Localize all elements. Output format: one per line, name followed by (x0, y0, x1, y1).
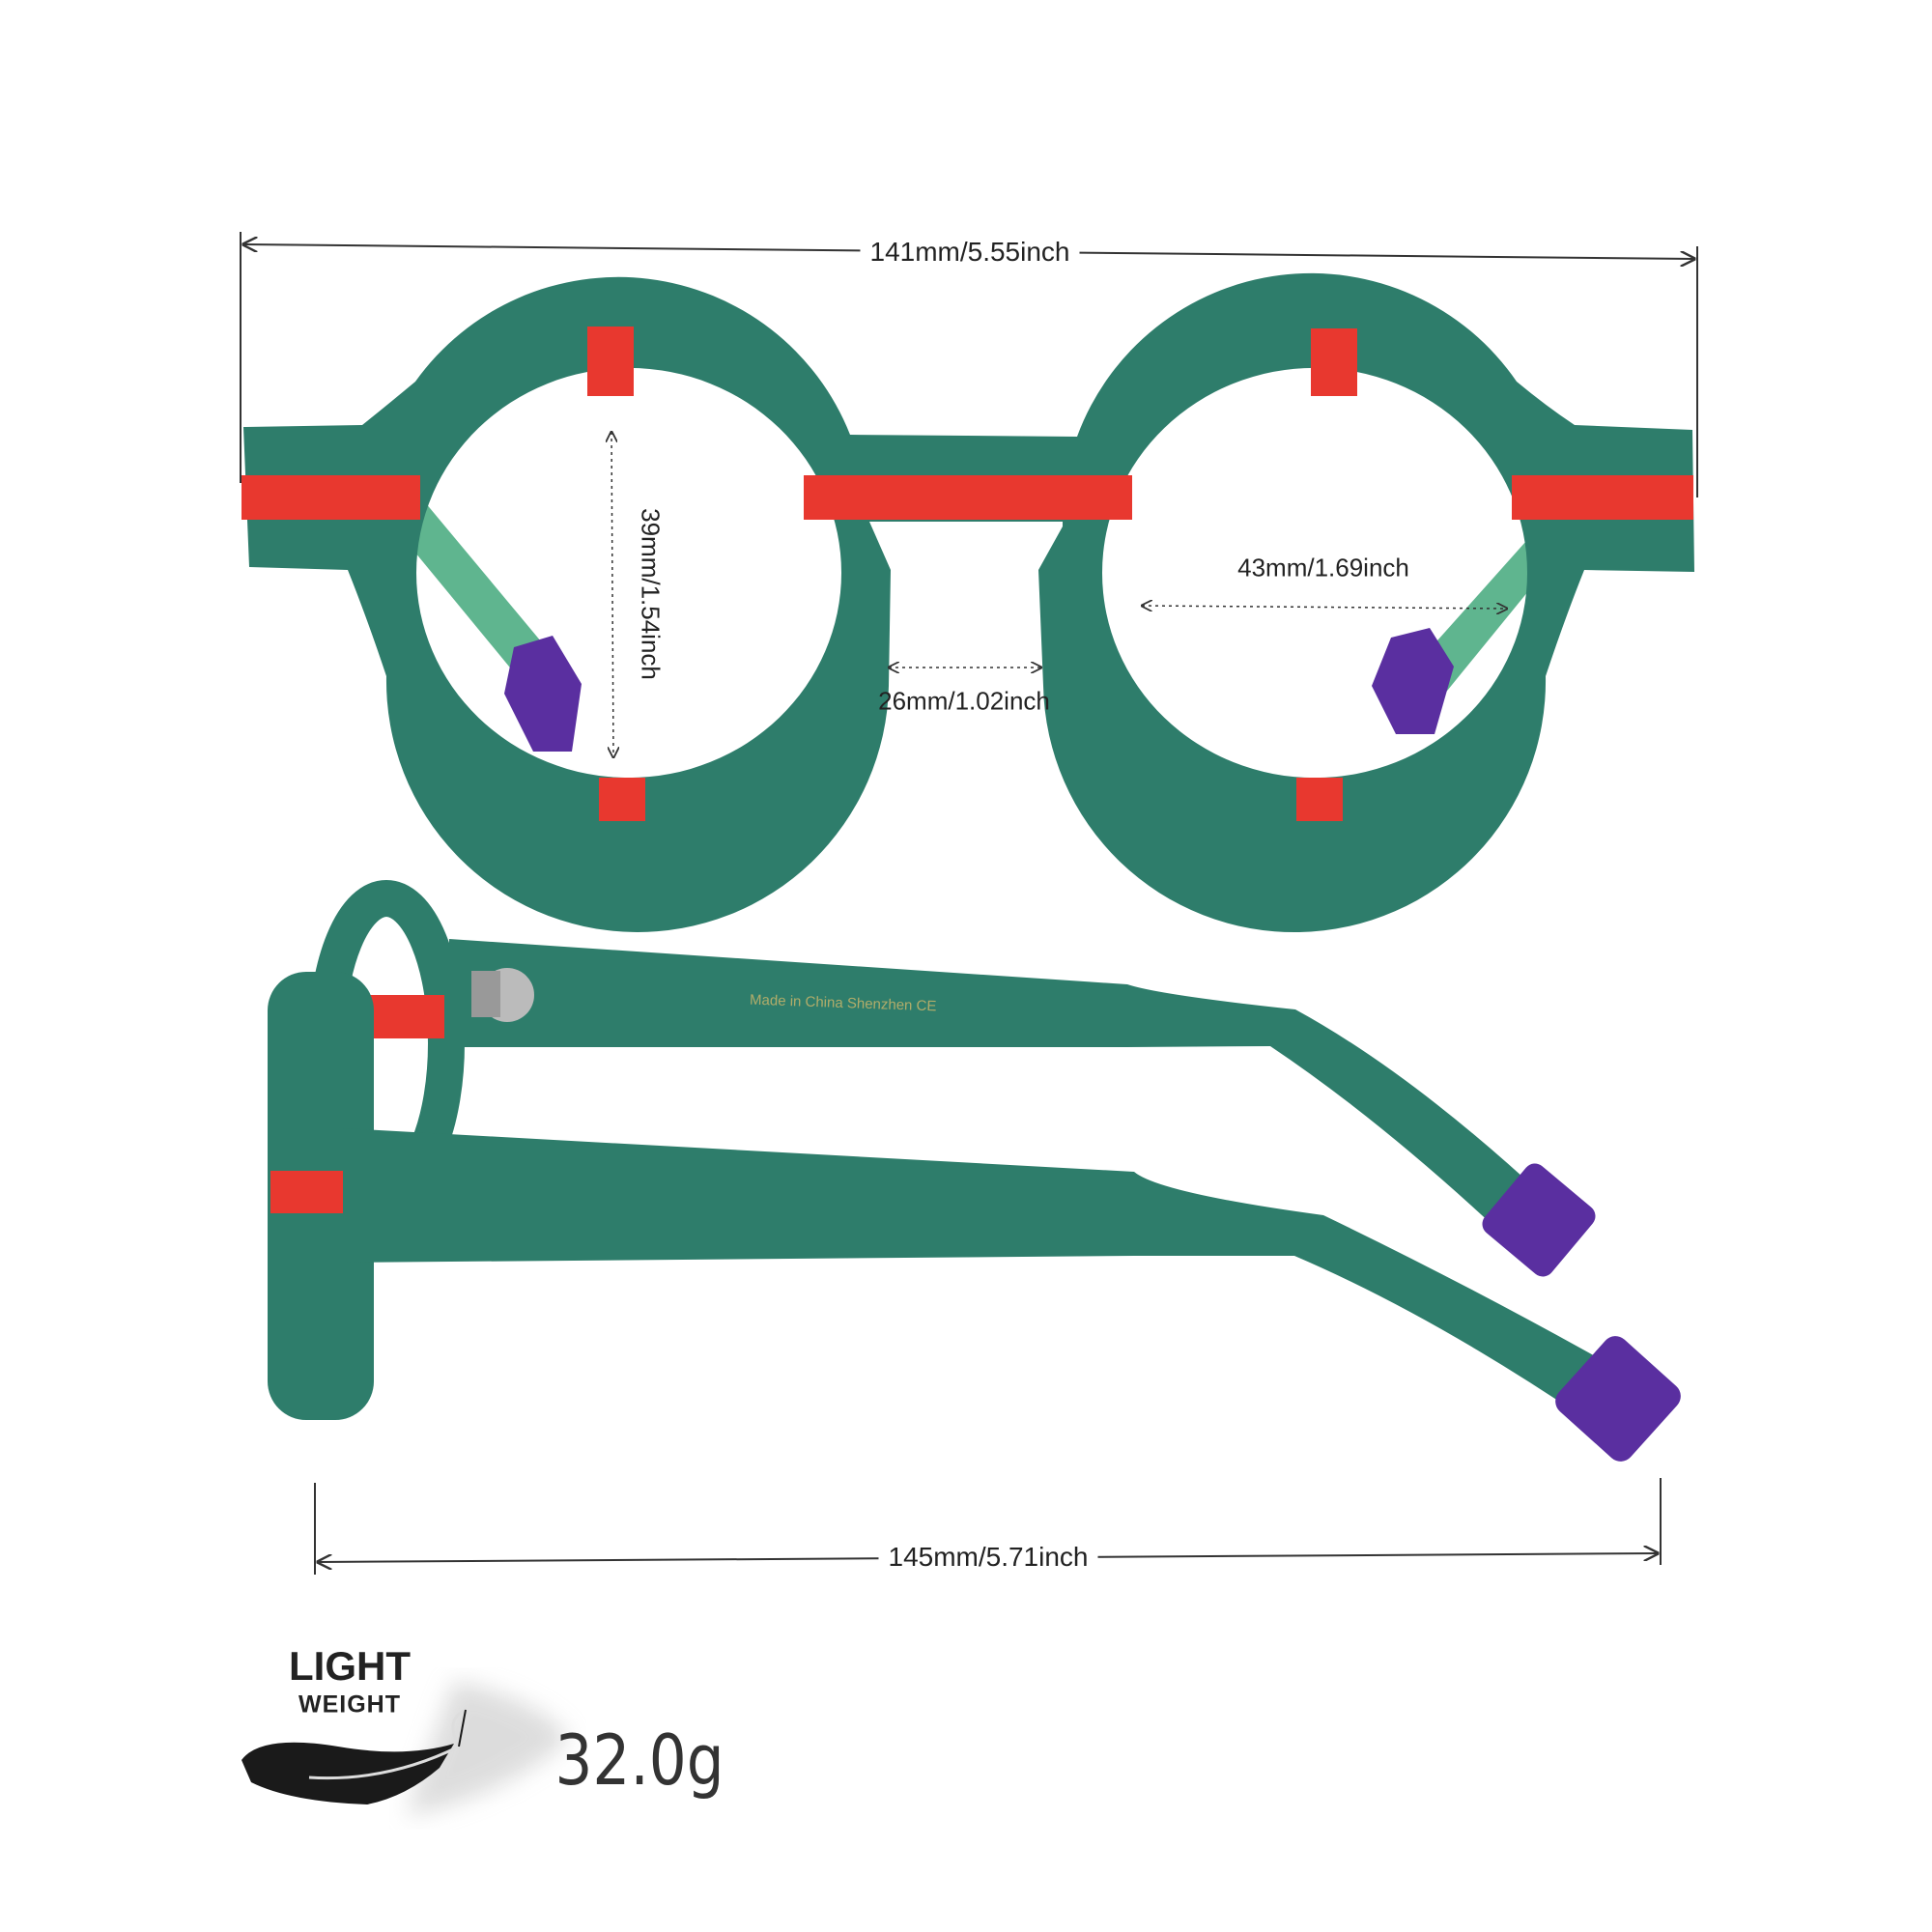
right-temple-tip (1372, 628, 1454, 734)
lens-height-arrow (611, 432, 613, 757)
front-view-frame (242, 272, 1694, 933)
weight-label: WEIGHT (298, 1690, 401, 1719)
feather-icon (242, 1681, 570, 1816)
temple-length-label: 145mm/5.71inch (878, 1542, 1098, 1573)
lens-width-arrow (1142, 606, 1507, 609)
lower-temple-tip (1555, 1336, 1681, 1462)
hinge (471, 971, 500, 1017)
light-label: LIGHT (289, 1643, 411, 1689)
lens-height-label: 39mm/1.54inch (636, 508, 666, 680)
side-view-glasses (268, 880, 1681, 1462)
weight-value: 32.0g (554, 1719, 724, 1801)
left-temple-tip (504, 636, 582, 752)
upper-temple-tip (1482, 1163, 1596, 1277)
front-view-temples (406, 502, 1546, 752)
bridge-width-label: 26mm/1.02inch (878, 686, 1050, 716)
lens-width-label: 43mm/1.69inch (1237, 553, 1409, 582)
frame-width-label: 141mm/5.55inch (860, 237, 1080, 268)
